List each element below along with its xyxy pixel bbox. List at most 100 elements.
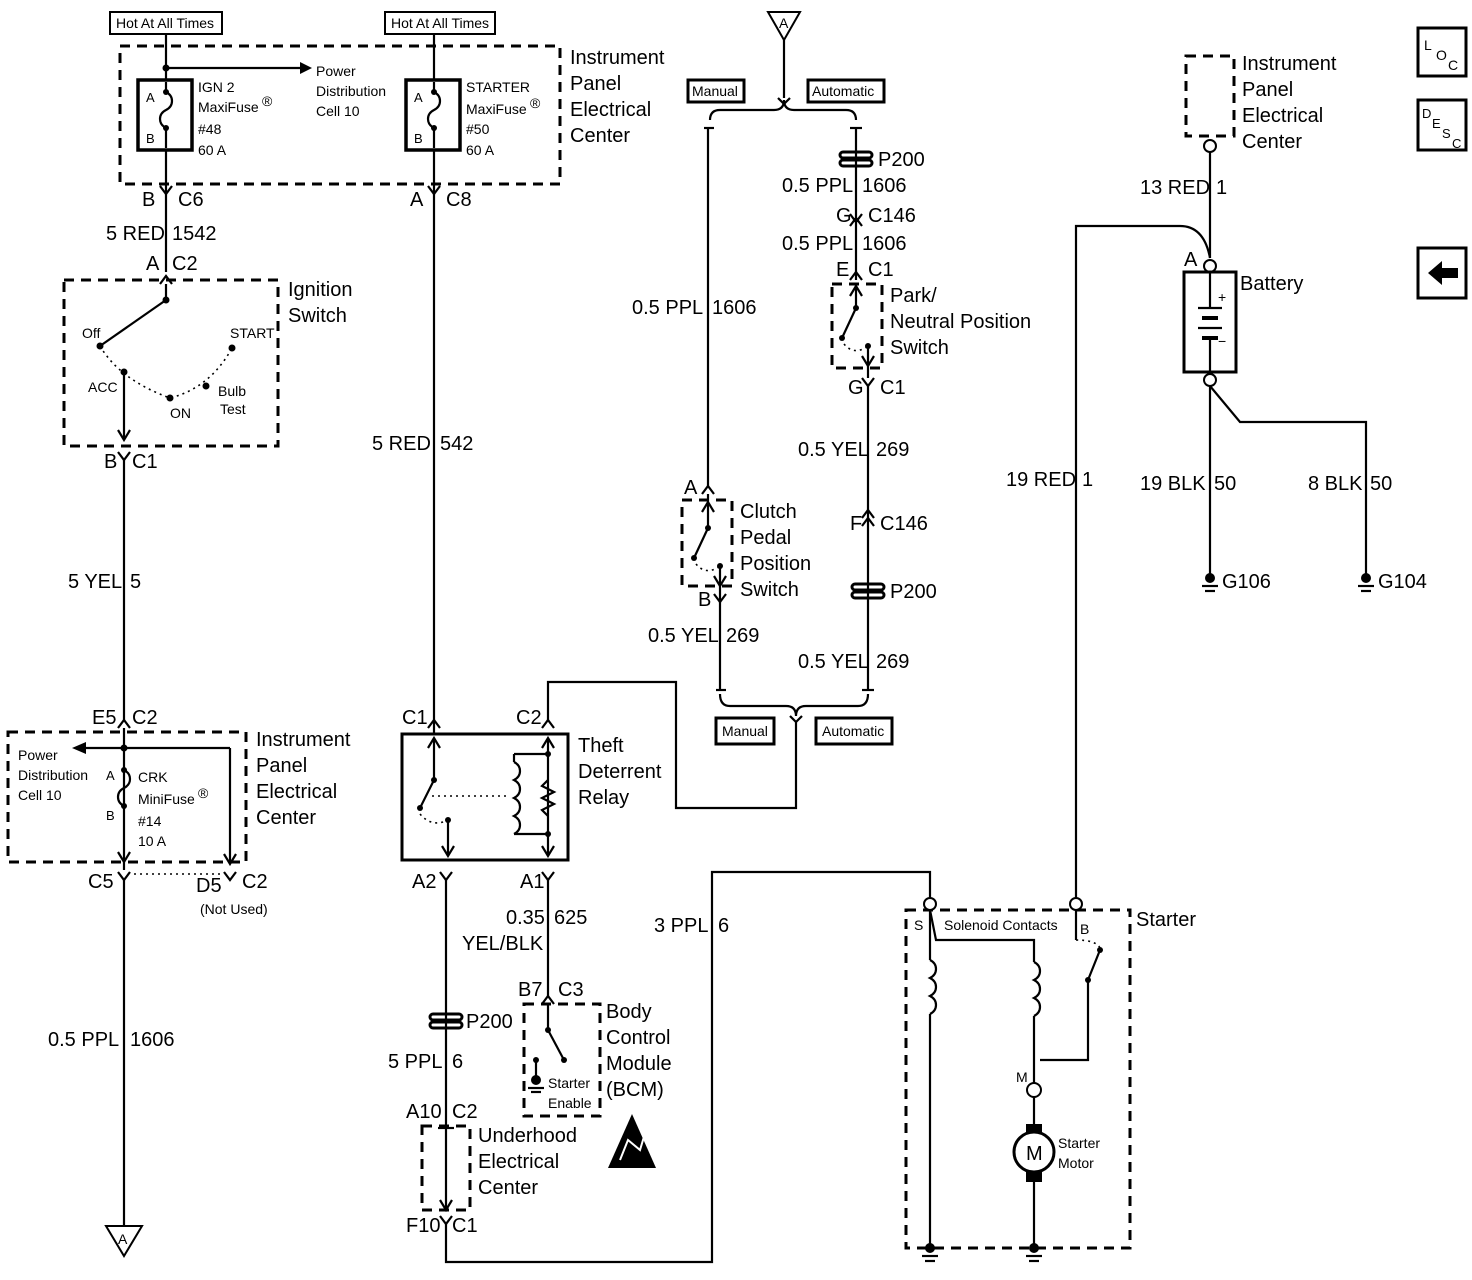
diagram-label: C1 [452,1215,478,1237]
diagram-label: P200 [878,149,925,171]
battery-symbol-icon: + − [1198,272,1226,372]
diagram-label: 60 A [466,142,495,158]
automatic-label-bottom: Automatic [814,716,894,746]
diagram-label: 10 A [138,833,167,849]
diagram-label: Instrument [256,729,351,751]
conn-b-c6-pin: B [142,189,155,211]
desc-button[interactable]: D E S C [1416,98,1468,152]
diagram-label: Body [606,1001,652,1023]
wire-1606-manual-circuit: 1606 [712,297,757,319]
diagram-label: D5 [196,875,222,897]
theft-deterrent-relay [400,732,570,862]
diagram-label: Bulb [218,383,246,399]
diagram-label: Power [18,747,58,763]
diagram-label: MaxiFuse [466,101,527,117]
diagram-label: C2 [132,707,158,729]
diagram-label: C [1448,57,1458,73]
wire-1606-circuit: 1606 [130,1029,175,1051]
diagram-label: B [1080,921,1089,937]
wire-6-3ppl-gauge: 3 PPL [654,915,708,937]
diagram-label: Distribution [316,83,386,99]
conn-a-c8-pin: A [410,189,424,211]
diagram-label: #48 [198,121,222,137]
diagram-label: O [1436,47,1447,63]
diagram-label: S [914,917,923,933]
ipec-right-box [1184,54,1236,138]
ground-g104-label: G104 [1378,571,1427,593]
diagram-label: Hot At All Times [391,15,489,31]
diagram-label: Pedal [740,527,791,549]
ign2-label: IGN 2 MaxiFuse ® #48 60 A [198,79,273,158]
diagram-label: P200 [890,581,937,603]
diagram-label: C146 [868,205,916,227]
diagram-label: E [836,259,849,281]
solenoid-contacts-label: Solenoid Contacts [944,917,1058,933]
hot-at-all-times-label-2: Hot At All Times [384,11,496,35]
theft-deterrent-relay-title: Theft Deterrent Relay [578,735,662,809]
loc-button[interactable]: L O C [1416,26,1468,78]
wire-50-8blk-circuit: 50 [1370,473,1392,495]
wire-269-auto-gauge-1: 0.5 YEL [798,439,869,461]
wire-50-19blk-circuit: 50 [1214,473,1236,495]
pdc-cell10-left: Power Distribution Cell 10 [18,747,88,803]
starter-maxifuse: A B [404,78,462,152]
wire-625-gauge: 0.35 [506,907,545,929]
wire-542-gauge: 5 RED [372,433,431,455]
offpage-ref-a-top: A [766,11,802,43]
wire-1-13red-circuit: 1 [1216,177,1227,199]
diagram-label: Cell 10 [316,103,360,119]
solenoid-coil [927,959,938,1015]
diagram-label: Automatic [822,723,884,739]
wire-269-manual-circuit: 269 [726,625,759,647]
hot-at-all-times-label-1: Hot At All Times [109,11,223,35]
diagram-label: CRK [138,769,168,785]
diagram-label: Panel [1242,79,1293,101]
diagram-label: B7 [518,979,542,1001]
diagram-label: C1 [880,377,906,399]
diagram-label: Control [606,1027,670,1049]
wire-50-19blk-gauge: 19 BLK [1140,473,1206,495]
starter-ground-icon [922,1243,1042,1263]
diagram-label: Switch [288,305,347,327]
diagram-label: Power [316,63,356,79]
wire-542-circuit: 542 [440,433,473,455]
diagram-label: 60 A [198,142,227,158]
wire-1542-gauge: 5 RED [106,223,165,245]
wire-5-circuit: 5 [130,571,141,593]
diagram-label: Electrical [1242,105,1323,127]
diagram-label: ON [170,405,191,421]
clutch-pedal-switch-title: Clutch Pedal Position Switch [740,501,811,601]
diagram-label: P200 [466,1011,513,1033]
diagram-label: B [698,589,711,611]
ign2-maxifuse: A B [136,78,194,152]
diagram-label: Center [256,807,316,829]
diagram-label: C3 [558,979,584,1001]
diagram-label: A10 [406,1101,442,1123]
wire-5-gauge: 5 YEL [68,571,122,593]
wire-1606-manual-gauge: 0.5 PPL [632,297,703,319]
starter-title: Starter [1136,909,1196,931]
diagram-label: Cell 10 [18,787,62,803]
diagram-label: Center [570,125,630,147]
diagram-label: C1 [402,707,428,729]
diagram-label: B [106,808,115,823]
diagram-label: + [1218,289,1226,305]
diagram-label: A [106,768,115,783]
p200-connector-3 [850,582,886,600]
diagram-label: #14 [138,813,162,829]
diagram-label: Switch [740,579,799,601]
wire-625-color: YEL/BLK [462,933,544,955]
conn-c8: C8 [446,189,472,211]
diagram-label: STARTER [466,79,530,95]
diagram-label: C2 [172,253,198,275]
wire-1606-auto-gauge-2: 0.5 PPL [782,233,853,255]
offpage-ref-a-bottom: A [104,1225,144,1258]
diagram-label: C2 [516,707,542,729]
park-neutral-switch-title: Park/ Neutral Position Switch [890,285,1031,359]
wire-1-19red-gauge: 19 RED [1006,469,1076,491]
wire-269-manual-gauge: 0.5 YEL [648,625,719,647]
back-arrow-button[interactable] [1416,246,1468,300]
diagram-label: Relay [578,787,629,809]
diagram-label: Theft [578,735,624,757]
